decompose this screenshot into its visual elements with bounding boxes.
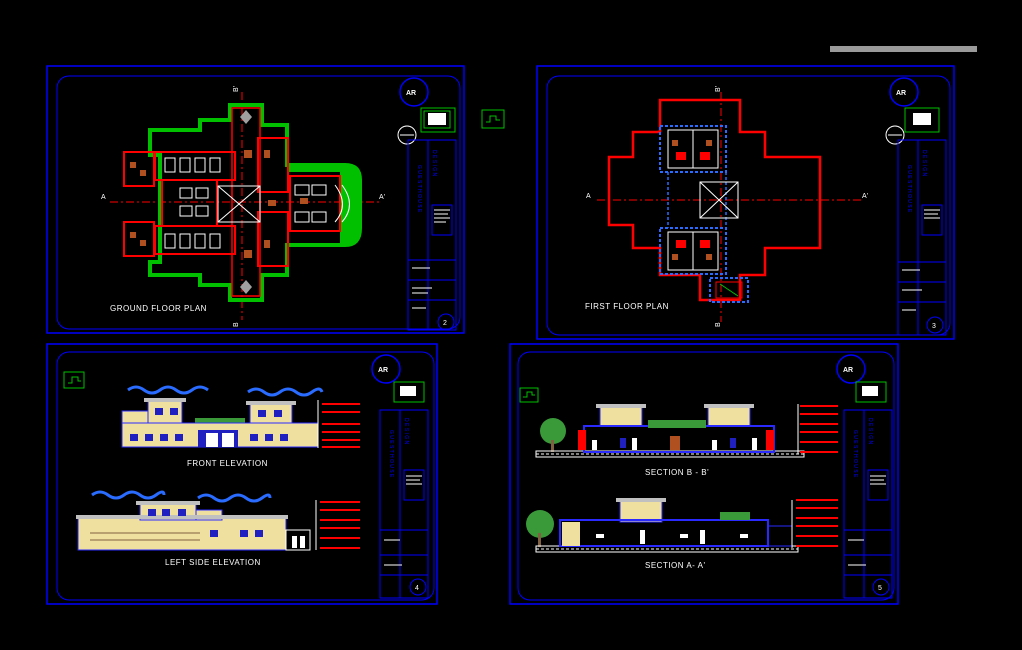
svg-text:G U E S T H O U S E: G U E S T H O U S E — [906, 165, 912, 213]
section-a-a — [526, 498, 838, 553]
sheet-inner-frame — [56, 351, 435, 601]
svg-text:G U E S T H O U S E: G U E S T H O U S E — [388, 430, 394, 478]
stamp-circle — [399, 77, 429, 107]
title-block: AR D E S I G N G U E S T H O U S E 5 — [836, 354, 893, 599]
svg-text:G U E S T H O U S E: G U E S T H O U S E — [852, 430, 858, 478]
drawing-title-front: FRONT ELEVATION — [187, 459, 268, 468]
cut-label-a: A — [101, 194, 106, 201]
section-b-b — [535, 404, 838, 458]
drawing-title: FIRST FLOOR PLAN — [585, 302, 669, 311]
sheet-number: 3 — [932, 323, 936, 330]
ground-floor-plan — [123, 103, 362, 302]
drawing-title-bb: SECTION B - B' — [645, 468, 709, 477]
sheet-number-circle — [437, 313, 455, 331]
sheet-ground-floor: AR D E S I G N G U E S T H O U S E 2 — [46, 65, 465, 334]
scroll-indicator — [830, 46, 977, 52]
drawing-title-left: LEFT SIDE ELEVATION — [165, 558, 261, 567]
north-arrow-icon — [397, 125, 417, 145]
sheet-number: 4 — [415, 585, 419, 592]
cut-label-b2: B' — [715, 86, 722, 92]
cut-label-a2: A' — [379, 194, 385, 201]
cut-label-b: B — [715, 322, 722, 327]
first-floor-plan — [607, 98, 822, 303]
title-block: AR D E S I G N G U E S T H O U S E 4 — [371, 354, 429, 599]
sheet-number: 5 — [878, 585, 882, 592]
left-side-elevation — [76, 490, 360, 551]
cut-label-b2: B' — [233, 86, 240, 92]
stamp-text: AR — [896, 90, 906, 97]
svg-text:D E S I G N: D E S I G N — [431, 150, 437, 177]
stamp-text: AR — [406, 90, 416, 97]
cut-label-a2: A' — [862, 193, 868, 200]
svg-text:D E S I G N: D E S I G N — [867, 418, 873, 445]
layer-icon — [63, 371, 85, 389]
title-block: AR D E S I G N G U E S T H O U S E 3 — [885, 77, 947, 336]
svg-text:D E S I G N: D E S I G N — [403, 418, 409, 445]
layer-icon — [481, 109, 505, 129]
sheet-first-floor: AR D E S I G N G U E S T H O U S E 3 A — [536, 65, 955, 340]
stamp-text: AR — [378, 367, 388, 374]
logo-box — [420, 107, 456, 133]
north-arrow-icon — [885, 125, 905, 145]
sheet-frame — [46, 343, 438, 605]
drawing-title-aa: SECTION A- A' — [645, 561, 705, 570]
sheet-frame — [509, 343, 899, 605]
title-block: AR D E S I G N G U E S T H O U S E 2 — [397, 77, 457, 331]
sheet-frame — [536, 65, 955, 340]
layer-icon — [519, 387, 539, 403]
sheet-frame — [46, 65, 465, 334]
sheet-elevations: AR D E S I G N G U E S T H O U S E 4 — [46, 343, 438, 605]
front-elevation — [121, 385, 360, 448]
svg-text:G U E S T H O U S E: G U E S T H O U S E — [416, 165, 422, 213]
drawing-title: GROUND FLOOR PLAN — [110, 304, 207, 313]
svg-text:D E S I G N: D E S I G N — [921, 150, 927, 177]
cut-label-b: B — [233, 322, 240, 327]
sheet-sections: AR D E S I G N G U E S T H O U S E 5 — [509, 343, 899, 605]
sheet-inner-frame — [546, 75, 951, 336]
sheet-inner-frame — [56, 75, 461, 330]
cut-label-a: A — [586, 193, 591, 200]
sheet-inner-frame — [517, 351, 895, 601]
stamp-text: AR — [843, 367, 853, 374]
sheet-number: 2 — [443, 320, 447, 327]
